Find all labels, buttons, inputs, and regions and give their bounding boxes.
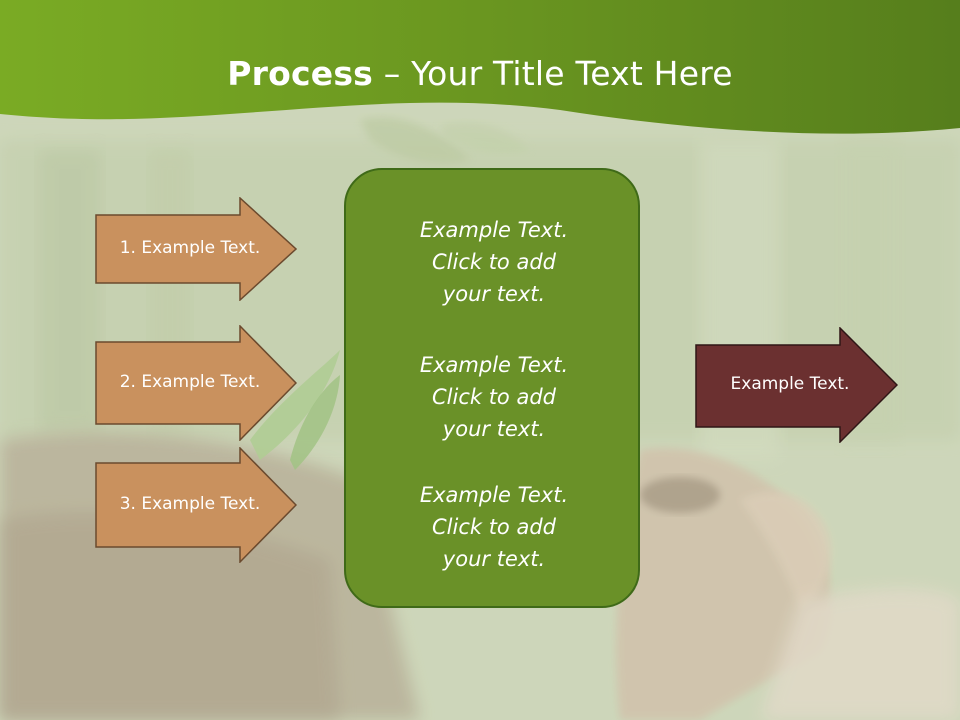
output-arrow: Example Text. [695,327,898,443]
center-block-3-line-2: Click to add [431,515,556,539]
center-block-3-line-3: your text. [442,547,546,571]
center-block-2-line-1: Example Text. [419,353,569,377]
header-band [0,0,960,134]
center-text-block-2: Example Text. Click to add your text. [346,349,642,445]
output-label: Example Text. [730,374,850,394]
center-text-block-3: Example Text. Click to add your text. [346,479,642,575]
center-block-2-line-2: Click to add [431,385,556,409]
slide-title: Process – Your Title Text Here [0,52,960,96]
step-arrow-3: 3. Example Text. [95,447,297,563]
center-text-block-1: Example Text. Click to add your text. [346,214,642,310]
title-bold: Process [227,54,374,93]
center-block-3-line-1: Example Text. [419,483,569,507]
center-process-box: Example Text. Click to add your text. Ex… [344,168,640,608]
center-block-1-line-1: Example Text. [419,218,569,242]
step-arrow-1: 1. Example Text. [95,197,297,301]
step-label-3: 3. Example Text. [119,494,261,514]
center-block-2-line-3: your text. [442,417,546,441]
title-rest: – Your Title Text Here [373,54,733,93]
step-arrow-2: 2. Example Text. [95,325,297,441]
step-label-1: 1. Example Text. [119,238,261,258]
step-label-2: 2. Example Text. [119,372,261,392]
center-block-1-line-2: Click to add [431,250,556,274]
center-block-1-line-3: your text. [442,282,546,306]
